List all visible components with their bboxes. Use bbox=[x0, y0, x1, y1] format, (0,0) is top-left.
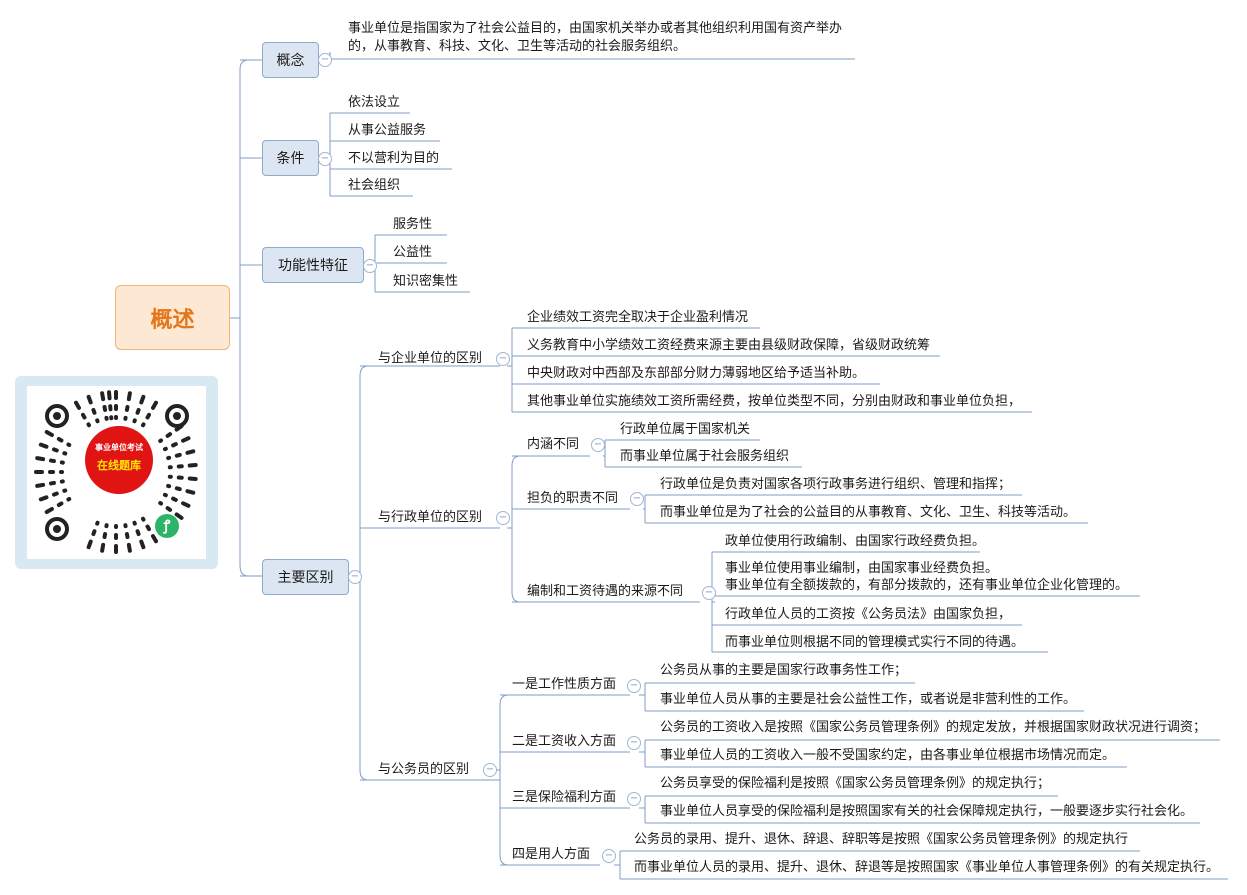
staffing-node[interactable]: 编制和工资待遇的来源不同 bbox=[527, 584, 684, 599]
collapse-icon[interactable]: − bbox=[602, 849, 616, 863]
hiring-item[interactable]: 而事业单位人员的录用、提升、退休、辞退等是按照国家《事业单位人事管理条例》的有关… bbox=[634, 860, 1220, 875]
connotation-item[interactable]: 行政单位属于国家机关 bbox=[620, 422, 751, 437]
connotation-node[interactable]: 内涵不同 bbox=[527, 437, 580, 452]
qr-dots-icon bbox=[34, 390, 198, 554]
qr-center-badge: 事业单位考试 在线题库 bbox=[85, 426, 153, 494]
differences-node[interactable]: 主要区别 bbox=[262, 559, 349, 595]
qr-line2: 在线题库 bbox=[97, 459, 141, 472]
condition-item[interactable]: 不以营利为目的 bbox=[348, 151, 440, 166]
hiring-node[interactable]: 四是用人方面 bbox=[512, 847, 591, 862]
feature-item[interactable]: 知识密集性 bbox=[393, 274, 459, 289]
qr-pattern: 事业单位考试 在线题库 ꝭ bbox=[27, 386, 206, 559]
collapse-icon[interactable]: − bbox=[483, 763, 497, 777]
mini-program-qr-code: 事业单位考试 在线题库 ꝭ bbox=[15, 376, 218, 569]
welfare-node[interactable]: 三是保险福利方面 bbox=[512, 790, 617, 805]
income-item[interactable]: 公务员的工资收入是按照《国家公务员管理条例》的规定发放，并根据国家财政状况进行调… bbox=[660, 720, 1207, 735]
root-node[interactable]: 概述 bbox=[115, 285, 230, 350]
feature-item[interactable]: 公益性 bbox=[393, 245, 433, 260]
duties-node[interactable]: 担负的职责不同 bbox=[527, 491, 619, 506]
staffing-item[interactable]: 事业单位使用事业编制，由国家事业经费负担。 bbox=[725, 561, 999, 576]
collapse-icon[interactable]: − bbox=[348, 570, 362, 584]
collapse-icon[interactable]: − bbox=[496, 511, 510, 525]
collapse-icon[interactable]: − bbox=[318, 152, 332, 166]
enterprise-item[interactable]: 中央财政对中西部及东部部分财力薄弱地区给予适当补助。 bbox=[527, 366, 866, 381]
work-nature-item[interactable]: 事业单位人员从事的主要是社会公益性工作，或者说是非营利性的工作。 bbox=[660, 692, 1077, 707]
staffing-item[interactable]: 政单位使用行政编制、由国家行政经费负担。 bbox=[725, 534, 986, 549]
duties-item[interactable]: 行政单位是负责对国家各项行政事务进行组织、管理和指挥； bbox=[660, 477, 1012, 492]
collapse-icon[interactable]: − bbox=[627, 736, 641, 750]
concept-node[interactable]: 概念 bbox=[262, 42, 319, 78]
connotation-item[interactable]: 而事业单位属于社会服务组织 bbox=[620, 449, 790, 464]
enterprise-item[interactable]: 其他事业单位实施绩效工资所需经费，按单位类型不同，分别由财政和事业单位负担， bbox=[527, 394, 1022, 409]
enterprise-diff-node[interactable]: 与企业单位的区别 bbox=[378, 351, 483, 366]
civil-diff-node[interactable]: 与公务员的区别 bbox=[378, 762, 470, 777]
hiring-item[interactable]: 公务员的录用、提升、退休、辞退、辞职等是按照《国家公务员管理条例》的规定执行 bbox=[634, 832, 1129, 847]
concept-text-line1: 事业单位是指国家为了社会公益目的，由国家机关举办或者其他组织利用国有资产举办 bbox=[348, 21, 843, 36]
qr-line1: 事业单位考试 bbox=[95, 443, 143, 452]
feature-item[interactable]: 服务性 bbox=[393, 217, 433, 232]
enterprise-item[interactable]: 企业绩效工资完全取决于企业盈利情况 bbox=[527, 310, 749, 325]
income-node[interactable]: 二是工资收入方面 bbox=[512, 734, 617, 749]
collapse-icon[interactable]: − bbox=[627, 792, 641, 806]
welfare-item[interactable]: 公务员享受的保险福利是按照《国家公务员管理条例》的规定执行； bbox=[660, 776, 1051, 791]
conditions-node[interactable]: 条件 bbox=[262, 140, 319, 176]
collapse-icon[interactable]: − bbox=[363, 259, 377, 273]
collapse-icon[interactable]: − bbox=[591, 438, 605, 452]
collapse-icon[interactable]: − bbox=[627, 679, 641, 693]
collapse-icon[interactable]: − bbox=[318, 53, 332, 67]
condition-item[interactable]: 社会组织 bbox=[348, 178, 401, 193]
staffing-item[interactable]: 而事业单位则根据不同的管理模式实行不同的待遇。 bbox=[725, 635, 1025, 650]
collapse-icon[interactable]: − bbox=[630, 492, 644, 506]
income-item[interactable]: 事业单位人员的工资收入一般不受国家约定，由各事业单位根据市场情况而定。 bbox=[660, 748, 1116, 763]
concept-text-line2: 的，从事教育、科技、文化、卫生等活动的社会服务组织。 bbox=[348, 39, 687, 54]
duties-item[interactable]: 而事业单位是为了社会的公益目的从事教育、文化、卫生、科技等活动。 bbox=[660, 505, 1077, 520]
condition-item[interactable]: 从事公益服务 bbox=[348, 123, 427, 138]
collapse-icon[interactable]: − bbox=[496, 352, 510, 366]
mini-program-icon: ꝭ bbox=[155, 514, 179, 538]
features-node[interactable]: 功能性特征 bbox=[262, 247, 364, 283]
enterprise-item[interactable]: 义务教育中小学绩效工资经费来源主要由县级财政保障，省级财政统筹 bbox=[527, 338, 931, 353]
admin-diff-node[interactable]: 与行政单位的区别 bbox=[378, 510, 483, 525]
welfare-item[interactable]: 事业单位人员享受的保险福利是按照国家有关的社会保障规定执行，一般要逐步实行社会化… bbox=[660, 804, 1194, 819]
condition-item[interactable]: 依法设立 bbox=[348, 95, 401, 110]
work-nature-node[interactable]: 一是工作性质方面 bbox=[512, 677, 617, 692]
collapse-icon[interactable]: − bbox=[702, 586, 716, 600]
staffing-item[interactable]: 行政单位人员的工资按《公务员法》由国家负担， bbox=[725, 607, 1012, 622]
work-nature-item[interactable]: 公务员从事的主要是国家行政事务性工作； bbox=[660, 663, 908, 678]
staffing-item[interactable]: 事业单位有全额拨款的，有部分拨款的，还有事业单位企业化管理的。 bbox=[725, 578, 1129, 593]
